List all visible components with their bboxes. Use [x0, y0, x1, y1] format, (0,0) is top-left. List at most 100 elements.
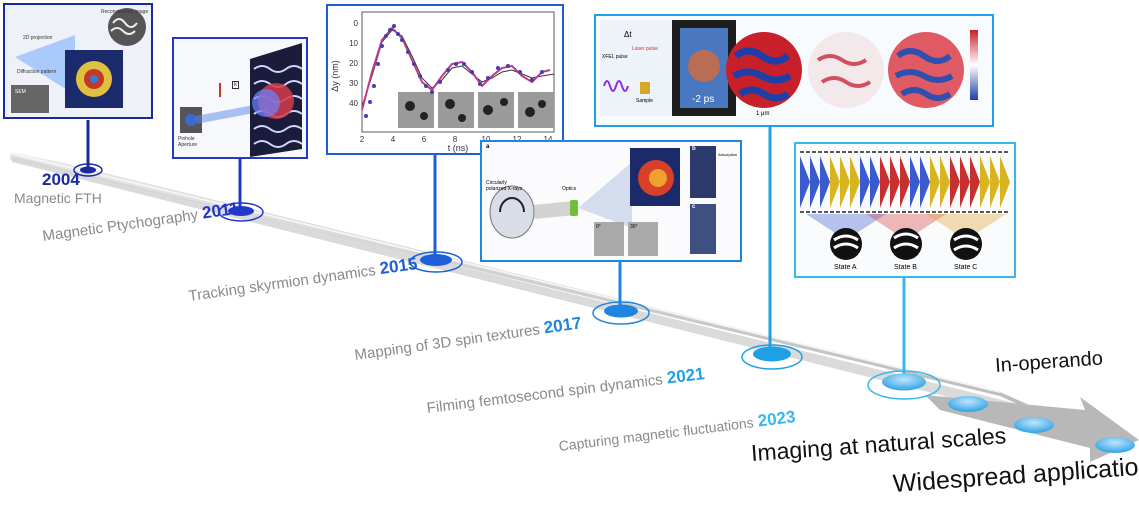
fluct-state-tile — [820, 156, 830, 208]
milestone-marker-2011 — [218, 202, 264, 222]
skyrmion-data-point — [424, 84, 428, 88]
skyrmion-data-point — [540, 70, 544, 74]
fluct-state-c: State C — [954, 264, 978, 271]
skyrmion-data-point — [496, 66, 500, 70]
skyrmion-ytick: 10 — [349, 39, 358, 48]
future-marker-3 — [1095, 437, 1135, 453]
milestone-marker-2021 — [741, 344, 803, 370]
label-2004: Magnetic FTH — [14, 190, 102, 206]
spin3d-label-b: b — [692, 146, 696, 152]
ptycho-label-k: k — [232, 81, 239, 89]
skyrmion-data-point — [518, 70, 522, 74]
skyrmion-data-point — [418, 74, 422, 78]
skyrmion-data-point — [380, 44, 384, 48]
panel-fluctuations: State A State B State C — [794, 142, 1016, 278]
femto-label-sample: Sample — [636, 98, 653, 104]
timeline-bar — [10, 152, 1060, 424]
femto-snapshot-discs — [726, 32, 964, 108]
fluct-state-a: State A — [834, 264, 857, 271]
milestone-2004: 2004 Magnetic FTH — [14, 170, 102, 206]
femto-label-dt: Δt — [624, 30, 632, 39]
fluct-state-tile — [890, 156, 900, 208]
skyrmion-ytick: 20 — [349, 59, 358, 68]
ptycho-label-aperture: Pinhole Aperture — [178, 136, 198, 148]
skyrmion-data-point — [478, 82, 482, 86]
panel-ptychography: Pinhole Aperture k — [172, 37, 308, 159]
fluct-state-tile — [830, 156, 840, 208]
skyrmion-data-point — [470, 70, 474, 74]
year-2023: 2023 — [756, 407, 797, 431]
fluct-state-tile — [910, 156, 920, 208]
skyrmion-inset-frames — [398, 92, 554, 128]
future-marker-2 — [1014, 417, 1054, 433]
fluct-state-tile — [880, 156, 890, 208]
skyrmion-data-point — [388, 28, 392, 32]
panel-fth: 2D projection Diffraction pattern Recons… — [3, 3, 153, 119]
fluct-state-tile — [850, 156, 860, 208]
skyrmion-data-point — [392, 24, 396, 28]
year-2021: 2021 — [665, 364, 706, 388]
fluct-illustration — [796, 144, 1014, 276]
skyrmion-data-point — [372, 84, 376, 88]
spin3d-label-a: a — [486, 144, 490, 150]
skyrmion-xtick: 14 — [544, 135, 553, 144]
year-2011: 2011 — [200, 198, 241, 223]
spin3d-label-xrays: Circularly polarized X-rays — [486, 180, 523, 192]
skyrmion-data-point — [438, 80, 442, 84]
fluct-state-tile — [810, 156, 820, 208]
spin3d-label-absorption: Absorption — [718, 152, 738, 157]
spin3d-illustration — [482, 142, 740, 260]
fluct-state-tile — [990, 156, 1000, 208]
fluct-state-tile — [1000, 156, 1010, 208]
skyrmion-data-point — [486, 76, 490, 80]
fth-label-projection: 2D projection — [23, 35, 53, 41]
fluct-state-tile — [800, 156, 810, 208]
fluct-state-b: State B — [894, 264, 917, 271]
skyrmion-data-point — [454, 62, 458, 66]
fth-label-sem: SEM — [15, 89, 26, 95]
skyrmion-ylabel: Δy (nm) — [330, 60, 340, 92]
skyrmion-data-point — [400, 38, 404, 42]
skyrmion-data-point — [462, 62, 466, 66]
spin3d-label-optics: Optics — [562, 186, 577, 192]
milestone-marker-2004 — [73, 163, 103, 177]
fluct-state-tile — [870, 156, 880, 208]
femto-label-scalebar: 1 μm — [756, 111, 770, 117]
spin3d-label-30deg: 30° — [630, 224, 638, 230]
skyrmion-xtick: 6 — [422, 135, 427, 144]
fluct-state-tile — [950, 156, 960, 208]
femto-label-time: -2 ps — [692, 94, 715, 105]
year-2017: 2017 — [542, 313, 583, 338]
skyrmion-data-point — [406, 50, 410, 54]
skyrmion-data-point — [384, 34, 388, 38]
skyrmion-xtick: 10 — [482, 135, 491, 144]
skyrmion-ytick: 40 — [349, 99, 358, 108]
skyrmion-data-point — [506, 64, 510, 68]
skyrmion-data-point — [412, 62, 416, 66]
skyrmion-xtick: 12 — [513, 135, 522, 144]
skyrmion-xticks: 2468101214 — [360, 135, 553, 144]
timeline-highlight — [9, 152, 1001, 393]
skyrmion-xtick: 4 — [391, 135, 396, 144]
skyrmion-ytick: 0 — [354, 19, 359, 28]
fluct-state-tile — [960, 156, 970, 208]
skyrmion-data-points — [364, 24, 544, 118]
skyrmion-data-point — [368, 100, 372, 104]
panel-3d-spin: a b c Circularly polarized X-rays Optics… — [480, 140, 742, 262]
spin3d-label-c: c — [692, 204, 696, 210]
skyrmion-xtick: 2 — [360, 135, 365, 144]
skyrmion-data-point — [376, 62, 380, 66]
skyrmion-xlabel: t (ns) — [448, 143, 469, 153]
femto-illustration — [596, 16, 992, 125]
panel-femtosecond: Δt XFEL pulse Laser pulse Sample -2 ps 1… — [594, 14, 994, 127]
skyrmion-data-point — [430, 90, 434, 94]
skyrmion-data-point — [530, 78, 534, 82]
fluct-state-tile — [980, 156, 990, 208]
ptycho-illustration — [174, 39, 306, 157]
milestone-marker-2017 — [592, 301, 650, 325]
femto-label-laser: Laser pulse — [632, 46, 658, 52]
fluct-state-tile — [930, 156, 940, 208]
